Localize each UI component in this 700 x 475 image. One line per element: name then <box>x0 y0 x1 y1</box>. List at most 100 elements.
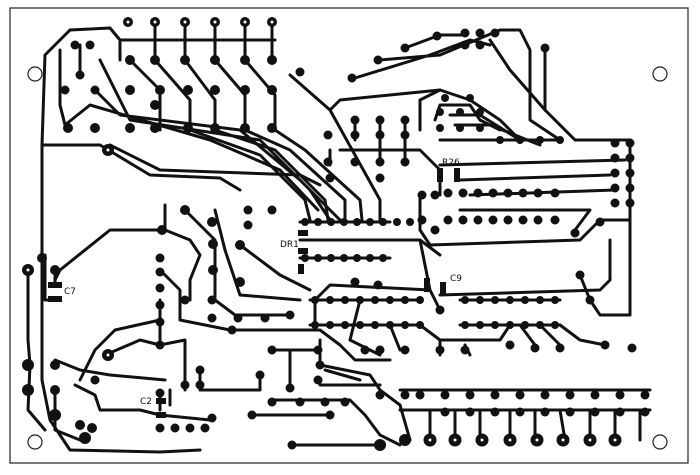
pad <box>436 108 444 116</box>
pad <box>22 359 34 371</box>
pad <box>400 345 410 355</box>
pad <box>375 130 385 140</box>
pad <box>240 85 250 95</box>
pad <box>585 295 595 305</box>
pad <box>267 397 277 407</box>
pad <box>491 296 499 304</box>
pad <box>240 55 250 65</box>
pad <box>575 270 585 280</box>
c2-footprint <box>156 412 166 418</box>
pad <box>610 153 620 163</box>
pad <box>90 85 100 95</box>
pad <box>311 321 319 329</box>
pad <box>476 124 484 132</box>
pad <box>416 296 424 304</box>
pad <box>555 343 565 353</box>
dr1-footprint <box>298 264 304 274</box>
pad <box>79 432 91 444</box>
pad <box>180 295 190 305</box>
pad <box>350 115 360 125</box>
pad <box>590 390 600 400</box>
label-dr1: DR1 <box>280 240 299 250</box>
pad <box>373 55 383 65</box>
pad <box>570 228 580 238</box>
pad <box>475 40 485 50</box>
pad <box>540 43 550 53</box>
pad <box>400 115 410 125</box>
pad <box>610 183 620 193</box>
pad <box>210 85 220 95</box>
pad <box>625 198 635 208</box>
pad <box>515 390 525 400</box>
pad <box>417 215 427 225</box>
pad <box>565 390 575 400</box>
drill-hole <box>453 438 457 442</box>
drill-hole <box>106 148 110 152</box>
drill-holes <box>26 20 617 442</box>
pad <box>208 239 218 249</box>
pad <box>406 218 414 226</box>
pad <box>625 168 635 178</box>
pad <box>610 168 620 178</box>
pad <box>350 277 360 287</box>
smd-footprints <box>48 168 460 418</box>
pad <box>461 321 469 329</box>
pad <box>436 124 444 132</box>
pad <box>473 215 483 225</box>
pad <box>287 440 297 450</box>
pad <box>625 138 635 148</box>
drill-hole <box>480 438 484 442</box>
pad <box>327 254 335 262</box>
pad <box>314 254 322 262</box>
label-r26: R26 <box>442 158 460 168</box>
label-c2: C2 <box>140 397 152 407</box>
r26-footprint <box>454 168 460 182</box>
mounting-hole <box>652 66 668 82</box>
pad <box>443 188 453 198</box>
pad <box>386 296 394 304</box>
pad <box>443 215 453 225</box>
pads <box>22 17 650 451</box>
pad <box>366 254 374 262</box>
pad <box>267 123 277 133</box>
pad <box>379 254 387 262</box>
pad <box>323 130 333 140</box>
drill-hole <box>26 268 30 272</box>
pad <box>440 407 450 417</box>
pad <box>75 420 85 430</box>
pad <box>326 296 334 304</box>
pad <box>401 321 409 329</box>
pad <box>210 123 220 133</box>
pad <box>461 296 469 304</box>
pad <box>458 215 468 225</box>
c7-footprint <box>48 296 62 302</box>
pad <box>366 218 374 226</box>
pad <box>125 55 135 65</box>
pad <box>295 397 305 407</box>
pad <box>255 370 265 380</box>
pad <box>518 188 528 198</box>
pad <box>347 73 357 83</box>
pad <box>515 407 525 417</box>
pad <box>550 188 560 198</box>
pad <box>50 360 60 370</box>
pad <box>640 407 650 417</box>
pad <box>435 305 445 315</box>
pad <box>90 375 100 385</box>
pad <box>490 390 500 400</box>
pad <box>416 321 424 329</box>
drill-hole <box>213 20 217 24</box>
pad <box>400 43 410 53</box>
pad <box>195 365 205 375</box>
pad <box>353 254 361 262</box>
pad <box>155 300 165 310</box>
pad <box>285 310 295 320</box>
pad <box>393 218 401 226</box>
pad <box>155 283 165 293</box>
pad <box>417 190 427 200</box>
pad <box>353 218 361 226</box>
pad <box>371 296 379 304</box>
pad <box>491 321 499 329</box>
pad <box>267 55 277 65</box>
mounting-hole <box>652 434 668 450</box>
